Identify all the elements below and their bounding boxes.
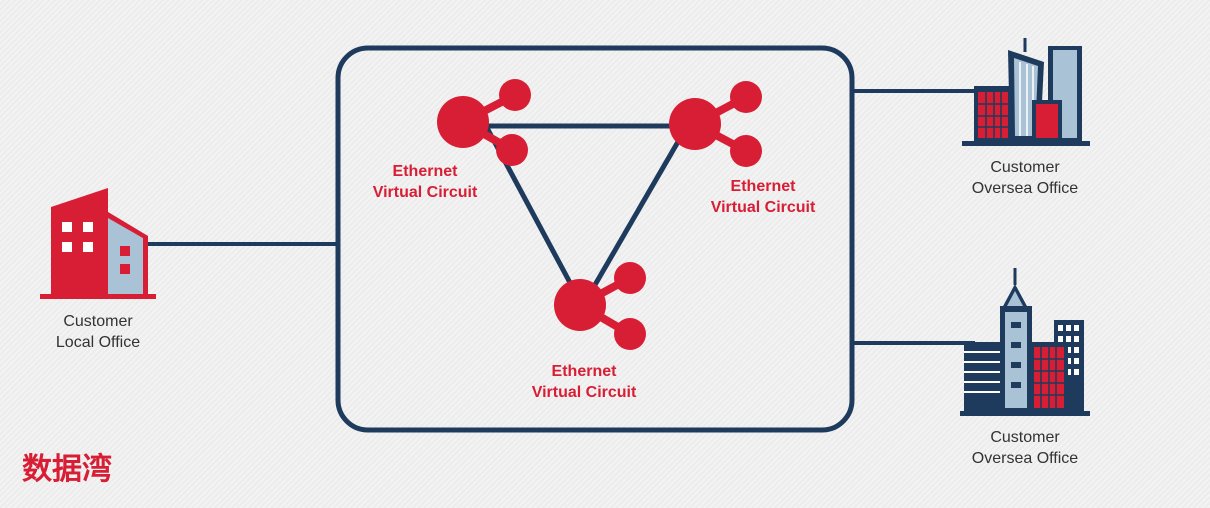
share-node-icon [554,262,646,350]
share-node-icon [669,81,762,167]
oversea-office-top-label: Customer Oversea Office [955,157,1095,199]
ethernet-network-box [335,45,855,433]
oversea-office-top-line1: Customer [990,159,1060,176]
brand-logo-text: 数据湾 [22,452,112,487]
oversea-office-bottom-label: Customer Oversea Office [955,427,1095,469]
circuit-top-right-label: Ethernet Virtual Circuit [688,176,838,218]
city-skyline-icon [960,268,1090,416]
circuit-top-right-line1: Ethernet [730,178,796,195]
local-office-label: Customer Local Office [38,311,158,353]
local-office-line1: Customer [63,313,133,330]
circuit-top-left-line2: Virtual Circuit [372,184,478,201]
circuit-bottom-line2: Virtual Circuit [531,384,637,401]
red-building-icon [40,188,156,299]
oversea-office-bottom-line2: Oversea Office [971,450,1079,467]
circuit-bottom-label: Ethernet Virtual Circuit [509,361,659,403]
circuit-bottom-line1: Ethernet [551,363,617,380]
oversea-office-top-line2: Oversea Office [971,180,1079,197]
circuit-top-left-line1: Ethernet [392,163,458,180]
oversea-office-bottom-line1: Customer [990,429,1060,446]
city-skyline-icon [962,38,1090,146]
local-office-line2: Local Office [55,334,141,351]
share-node-icon [437,79,531,166]
circuit-top-right-line2: Virtual Circuit [710,199,816,216]
circuit-top-left-label: Ethernet Virtual Circuit [350,161,500,203]
